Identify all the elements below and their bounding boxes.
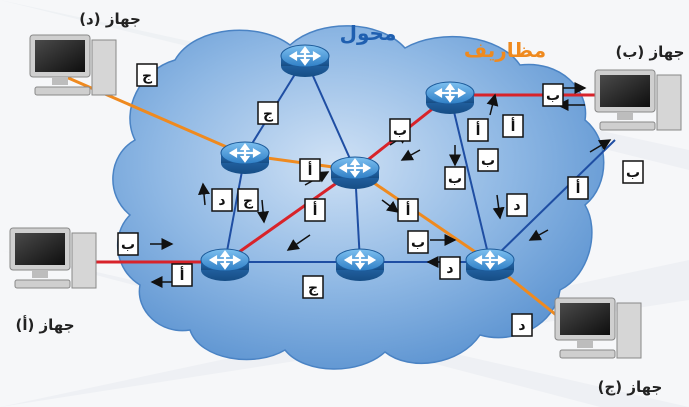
packets-title: مظاريف [464,38,546,62]
router-icon [335,248,385,281]
packet-label: د [218,193,225,209]
packet-label: ب [448,171,462,187]
routers [200,44,515,281]
packet-box: ب [444,166,466,190]
packet-box: ب [542,83,564,107]
packet-label: ج [142,68,153,84]
router-icon [200,248,250,281]
packet-label: ب [626,165,640,181]
packet-label: أ [406,201,411,219]
packet-label: ج [243,193,254,209]
router-icon [465,248,515,281]
packet-box: ب [407,230,429,254]
packet-box: أ [397,198,419,222]
packet-box: ج [302,275,324,299]
packet-label: ب [411,235,425,251]
computer-b [594,69,682,131]
packet-label: ب [393,123,407,139]
packet-box: أ [467,118,489,142]
switch-title: محول [340,21,397,45]
device-a-label: جهاز (أ) [15,315,74,334]
packet-box: د [439,256,461,280]
device-d-label: جهاز (د) [79,10,141,28]
device-c-label: جهاز (ج) [598,378,663,396]
packet-box: أ [171,263,193,287]
computer-a [9,227,97,289]
packet-box: ج [257,101,279,125]
packet-box: أ [304,198,326,222]
packet-label: أ [476,121,481,139]
packet-box: د [506,193,528,217]
packet-label: ب [481,153,495,169]
packet-box: د [211,188,233,212]
packet-label: د [513,198,520,214]
device-b-label: جهاز (ب) [616,43,685,61]
packet-box: ج [136,63,158,87]
packet-label: أ [313,201,318,219]
computer-c [554,297,642,359]
router-icon [330,156,380,189]
packet-label: ب [121,237,135,253]
packet-label: د [518,318,525,334]
packet-label: أ [180,266,185,284]
packet-label: ب [546,88,560,104]
packet-label: د [446,261,453,277]
packet-label: ج [308,280,319,296]
packet-box: أ [299,158,321,182]
router-icon [425,81,475,114]
router-icon [280,44,330,77]
packet-label: أ [576,179,581,197]
packet-label: أ [511,117,516,135]
packet-box: ب [477,148,499,172]
packet-box: ب [117,232,139,256]
packet-label: ج [263,106,274,122]
packet-box: د [511,313,533,337]
packet-box: أ [502,114,524,138]
computer-d [29,34,117,96]
packet-box: ب [389,118,411,142]
packet-label: أ [308,161,313,179]
packet-box: أ [567,176,589,200]
packet-box: ب [622,160,644,184]
packet-box: ج [237,188,259,212]
router-icon [220,141,270,174]
